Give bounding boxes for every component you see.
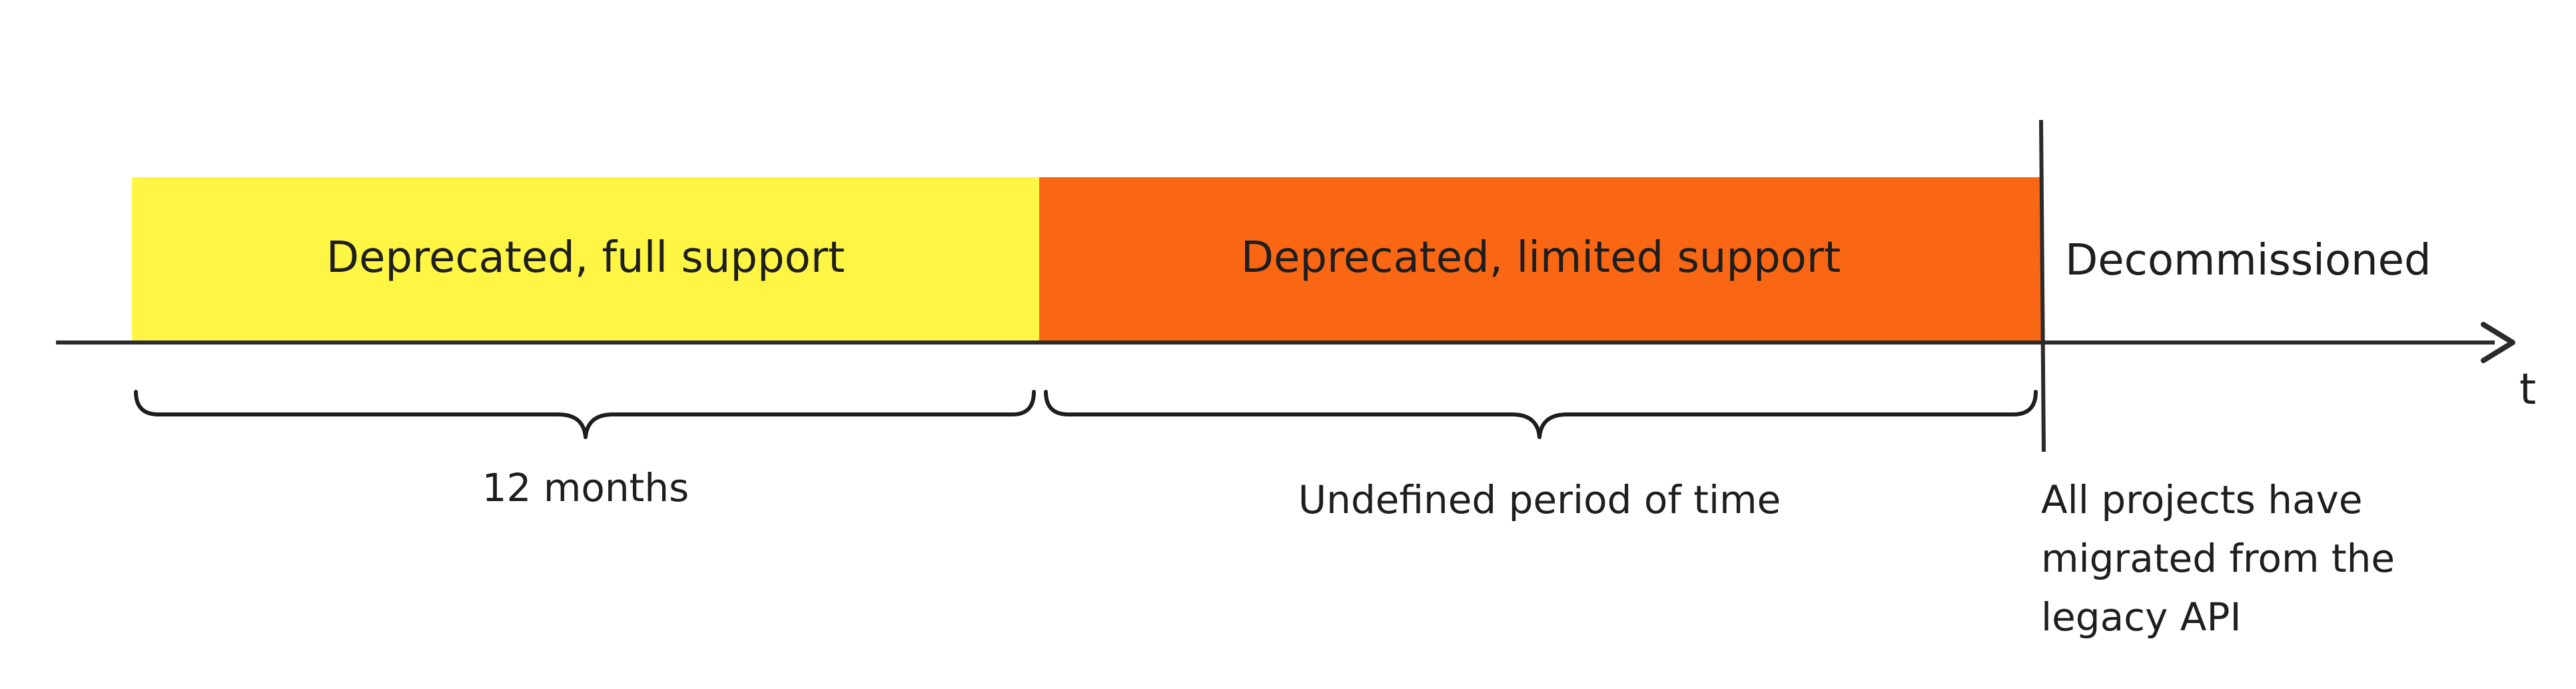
time-axis-arrowhead-icon (2481, 322, 2515, 363)
phase-block-full-support (132, 177, 1039, 343)
duration-label-12-months: 12 months (482, 465, 689, 510)
phase-block-limited-support (1039, 177, 2042, 343)
duration-label-undefined-period: Undefined period of time (1298, 477, 1781, 522)
decommission-milestone-line (2039, 119, 2046, 452)
duration-brace-undefined-period (1044, 390, 2038, 439)
phase-label-limited-support: Deprecated, limited support (1241, 233, 1841, 283)
milestone-note-line-1: All projects have (2041, 477, 2363, 522)
phase-label-decommissioned: Decommissioned (2065, 236, 2431, 285)
milestone-note-line-2: migrated from the (2041, 536, 2395, 581)
milestone-note-line-3: legacy API (2041, 594, 2242, 640)
time-axis-label: t (2519, 365, 2536, 414)
duration-brace-12-months (134, 390, 1036, 439)
phase-label-full-support: Deprecated, full support (326, 233, 845, 283)
